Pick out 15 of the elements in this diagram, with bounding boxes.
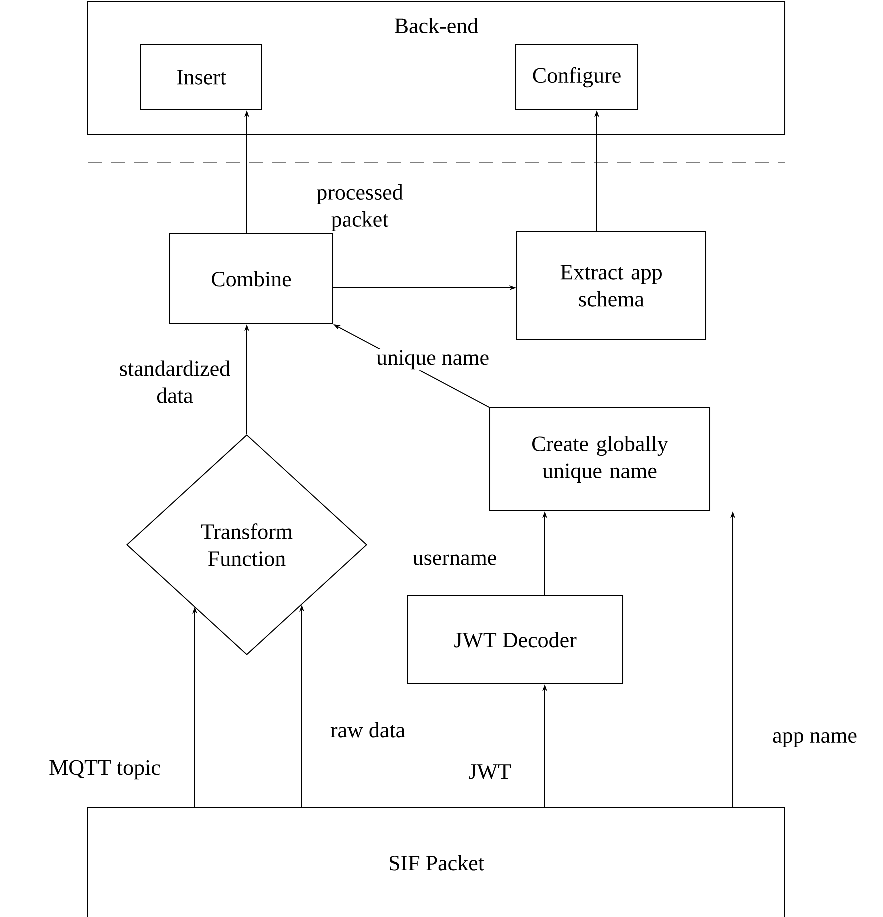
edge-label: MQTT topic (48, 759, 162, 781)
process-box: JWT Decoder (408, 596, 624, 684)
edge-label: processed packet (309, 184, 411, 232)
packet-box: SIF Packet (88, 808, 786, 917)
process-box: Create globally unique name (490, 408, 710, 512)
edge-label: standardized data (106, 360, 244, 404)
process-box: Combine (170, 234, 334, 324)
edge-label: username (412, 554, 498, 566)
edge-label: app name (772, 731, 858, 749)
process-box: Configure (516, 44, 638, 110)
edge-label: JWT (468, 764, 512, 780)
process-box: Insert (140, 44, 262, 110)
process-box: Extract app schema (516, 232, 706, 340)
edge-label: raw data (329, 721, 407, 739)
edge-label: unique name (376, 349, 491, 371)
